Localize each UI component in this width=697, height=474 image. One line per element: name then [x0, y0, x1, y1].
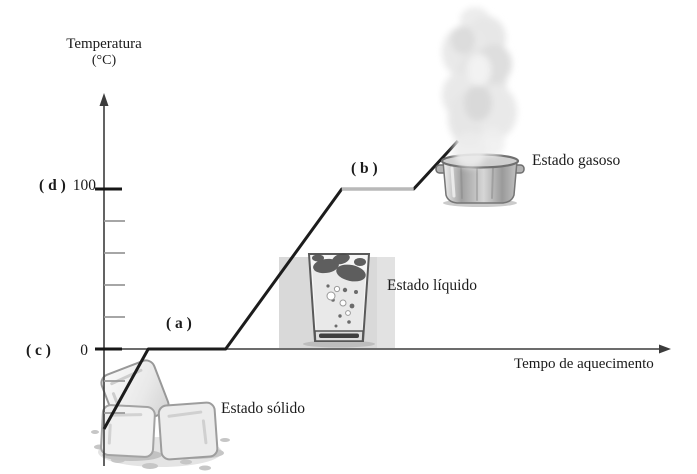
- ytick-100-row: ( d ) 100: [20, 177, 96, 195]
- heating-curve: [102, 139, 460, 430]
- y-ticks: [95, 187, 125, 414]
- solid-state-label: Estado sólido: [221, 400, 305, 417]
- water-splash: [312, 253, 366, 282]
- plateau-b-label: ( b ): [351, 160, 378, 177]
- glass-base-band: [319, 333, 359, 338]
- plateau-a-label: ( a ): [166, 315, 192, 332]
- ytick-0-value: 0: [80, 342, 88, 359]
- temperature-axis: [99, 93, 109, 466]
- glass-shadow: [303, 340, 375, 348]
- y-axis-arrowhead: [99, 93, 109, 106]
- glass-of-water-illustration: [279, 253, 395, 348]
- pot-streaks: [450, 166, 494, 201]
- ytick-100-value: 100: [72, 177, 96, 194]
- ytick-100-letter: ( d ): [39, 177, 66, 194]
- y-axis-title-line1: Temperatura: [66, 36, 142, 52]
- gas-state-label: Estado gasoso: [532, 152, 621, 169]
- glass-photo-background-edge: [377, 257, 395, 348]
- steam-plume: [442, 7, 517, 146]
- ice-cube-left: [100, 404, 156, 458]
- ice-cube-right: [157, 401, 219, 461]
- ytick-0-row: ( c ) 0: [26, 342, 88, 360]
- x-axis-arrowhead: [659, 344, 671, 354]
- ice-cubes-illustration: [91, 359, 230, 471]
- glass-water: [312, 270, 366, 330]
- ytick-0-letter: ( c ): [26, 342, 51, 359]
- y-axis-title: Temperatura (°C): [46, 36, 162, 69]
- liquid-state-label: Estado líquido: [387, 277, 477, 294]
- boiling-pot-illustration: [435, 7, 525, 207]
- x-axis-title: Tempo de aquecimento: [514, 356, 654, 372]
- water-bubbles: [326, 285, 351, 316]
- water-droplets: [326, 284, 358, 328]
- y-axis-title-unit: (°C): [91, 53, 117, 69]
- steam-front: [453, 127, 505, 168]
